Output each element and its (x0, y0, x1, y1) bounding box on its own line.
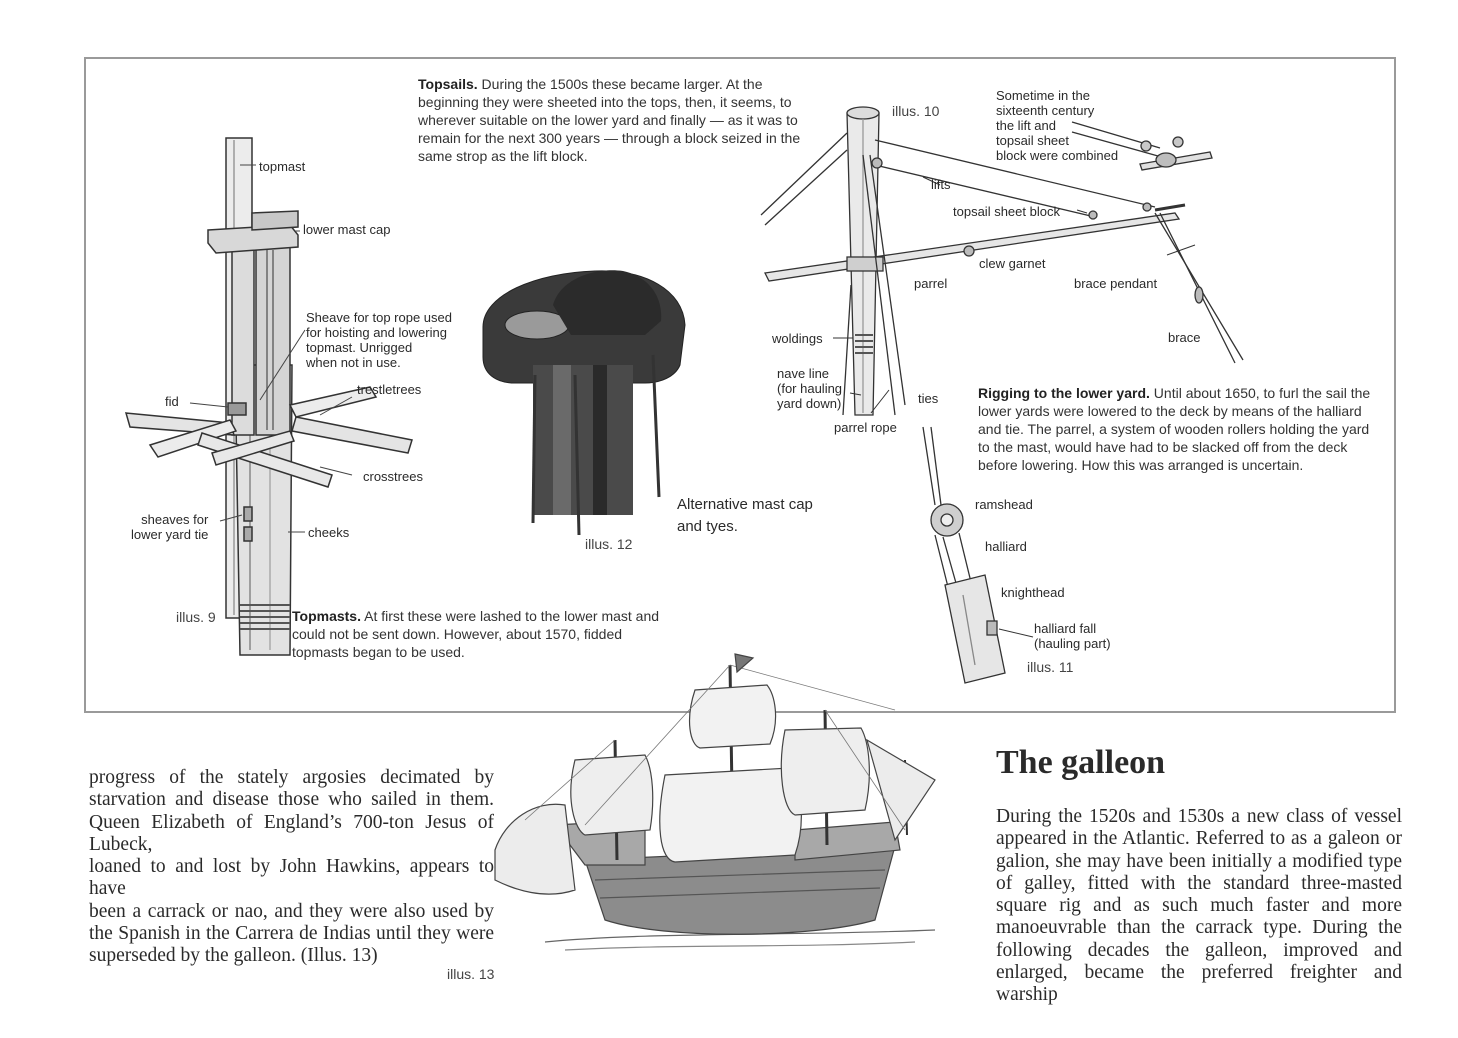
left-line-1: progress of the stately argosies decimat… (89, 767, 494, 788)
alternative-mast-cap-drawing (482, 270, 686, 536)
label-parrel: parrel (914, 276, 948, 291)
label-sheave-note: Sheave for top rope used for hoisting an… (306, 310, 452, 370)
left-line-3: Queen Elizabeth of England’s 700-ton Jes… (89, 811, 494, 855)
left-line-7: superseded by the galleon. (Illus. 13) (89, 945, 378, 967)
left-column-text: progress of the stately argosies decimat… (89, 767, 494, 968)
galleon-line-7: following decades the galleon, improved … (996, 939, 1402, 961)
mast-head-drawing (124, 137, 413, 656)
galleon-line-5: square rig and as such much faster and m… (996, 895, 1402, 917)
label-topsail-sheet-block: topsail sheet block (953, 204, 1060, 219)
galleon-line-3: galion, she may have been initially a mo… (996, 850, 1402, 872)
label-crosstrees: crosstrees (363, 469, 423, 484)
galleon-line-4: of galley, fitted with the standard thre… (996, 872, 1402, 894)
left-line-2: starvation and disease those who sailed … (89, 789, 494, 811)
label-nave-line: nave line (for hauling yard down) (777, 366, 843, 411)
galleon-line-1: During the 1520s and 1530s a new class o… (996, 806, 1402, 827)
label-sheaves-lower-yard-tie: sheaves for lower yard tie (131, 512, 209, 542)
topsails-caption: Topsails. During the 1500s these became … (418, 76, 801, 164)
label-lifts: lifts (931, 177, 951, 192)
label-cheeks: cheeks (308, 525, 350, 540)
label-halliard: halliard (985, 539, 1027, 554)
rigging-lower-yard-caption: Rigging to the lower yard. Until about 1… (978, 385, 1371, 473)
label-ramshead: ramshead (975, 497, 1033, 512)
illus-10-label: illus. 10 (892, 103, 940, 119)
left-line-6: the Spanish in the Carrera de Indias unt… (89, 923, 494, 945)
galleon-ship-drawing (494, 653, 936, 951)
label-sometime-note: Sometime in the sixteenth century the li… (996, 88, 1119, 163)
illus-11-label: illus. 11 (1027, 659, 1074, 675)
label-fid: fid (165, 394, 179, 409)
galleon-line-8: enlarged, became the preferred freighter… (996, 962, 1402, 1006)
label-halliard-fall: halliard fall (hauling part) (1034, 621, 1111, 651)
alternative-mast-cap-caption: Alternative mast cap and tyes. (677, 496, 813, 535)
label-parrel-rope: parrel rope (834, 420, 897, 435)
left-line-4: loaned to and lost by John Hawkins, appe… (89, 856, 494, 900)
illus-12-label: illus. 12 (585, 536, 633, 552)
lower-yard-rigging-drawing (760, 106, 1244, 416)
left-line-5: been a carrack or nao, and they were als… (89, 900, 494, 922)
galleon-line-6: manoeuvrable than the carrack type. Duri… (996, 917, 1402, 939)
label-topmast: topmast (259, 159, 306, 174)
section-title-galleon: The galleon (996, 744, 1166, 781)
label-trestletrees: trestletrees (357, 382, 422, 397)
label-woldings: woldings (772, 331, 823, 346)
label-ties: ties (918, 391, 939, 406)
combined-block-inset-drawing (1071, 121, 1213, 171)
label-brace: brace (1168, 330, 1201, 345)
label-knighthead: knighthead (1001, 585, 1065, 600)
halliard-knighthead-drawing (922, 426, 1034, 684)
illus-9-label: illus. 9 (176, 609, 216, 625)
label-brace-pendant: brace pendant (1074, 276, 1158, 291)
galleon-line-2: appeared in the Atlantic. Referred to as… (996, 828, 1402, 850)
topmasts-caption: Topmasts. At first these were lashed to … (292, 608, 660, 660)
label-lower-mast-cap: lower mast cap (303, 222, 391, 237)
illus-13-label: illus. 13 (447, 966, 495, 982)
galleon-body-text: During the 1520s and 1530s a new class o… (996, 806, 1402, 1007)
label-clew-garnet: clew garnet (979, 256, 1046, 271)
